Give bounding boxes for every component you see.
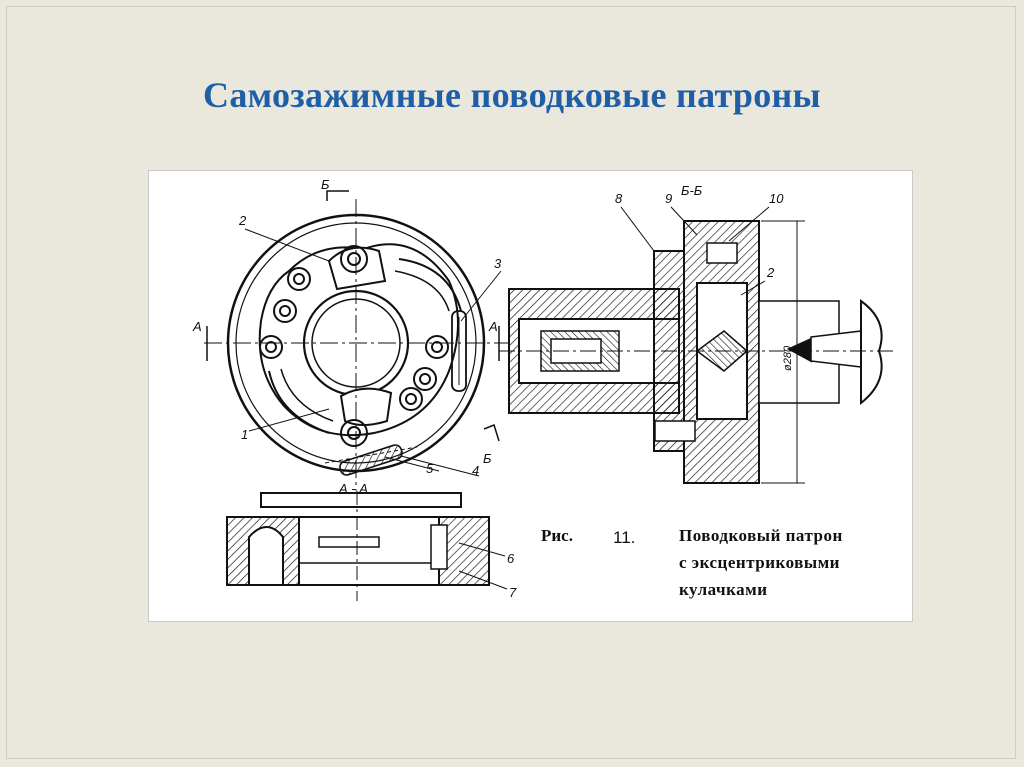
slide-frame <box>6 6 1016 759</box>
part-number-10: 10 <box>769 191 784 206</box>
part-number-9: 9 <box>665 191 672 206</box>
part-number-2-bb: 2 <box>766 265 775 280</box>
part-number-8: 8 <box>615 191 623 206</box>
technical-drawing-figure: Б Б А А А - А Б-Б 2 1 3 4 5 6 7 8 9 10 2… <box>148 170 913 622</box>
part-number-1: 1 <box>241 427 248 442</box>
label-aa: А - А <box>338 481 368 496</box>
caption-prefix: Рис. <box>541 526 573 545</box>
chuck-drawing: Б Б А А А - А Б-Б 2 1 3 4 5 6 7 8 9 10 2… <box>192 177 894 601</box>
part-number-7: 7 <box>509 585 517 600</box>
caption-number: 11. <box>613 528 635 547</box>
bolt-holes <box>259 245 449 447</box>
section-bb <box>499 220 894 484</box>
caption-line-1: Поводковый патрон <box>679 526 843 545</box>
section-aa <box>226 491 490 601</box>
section-bb-leaders <box>620 206 770 296</box>
section-aa-leaders <box>458 542 508 590</box>
part-number-2: 2 <box>238 213 247 228</box>
slide-title: Самозажимные поводковые патроны <box>203 75 821 115</box>
front-leaders <box>244 228 502 477</box>
caption-line-2: с эксцентриковыми <box>679 553 840 572</box>
label-b-top: Б <box>321 177 330 192</box>
dimension-diameter: ø280 <box>782 345 794 371</box>
label-b-bottom: Б <box>483 451 492 466</box>
front-view <box>204 190 509 491</box>
part-number-4: 4 <box>472 463 479 478</box>
label-bb: Б-Б <box>681 183 703 198</box>
part-number-6: 6 <box>507 551 515 566</box>
part-number-3: 3 <box>494 256 502 271</box>
part-number-5: 5 <box>426 461 434 476</box>
label-a-left: А <box>192 319 202 334</box>
label-a-right: А <box>488 319 498 334</box>
caption-line-3: кулачками <box>679 580 768 599</box>
